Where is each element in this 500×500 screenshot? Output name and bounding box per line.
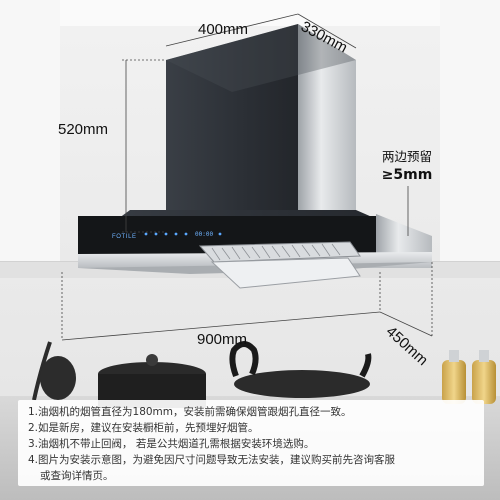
note-line: 3.油烟机不带止回阀， 若是公共烟道孔需根据安装环境选购。 bbox=[28, 438, 315, 450]
note-line: 4.图片为安装示意图，为避免因尺寸问题导致无法安装，建议购买前先咨询客服 bbox=[28, 454, 396, 466]
ladle-scoop bbox=[40, 356, 76, 400]
control-dot bbox=[144, 232, 148, 236]
canopy-width-label: 900mm bbox=[197, 331, 248, 348]
stock-pot-knob bbox=[146, 354, 158, 366]
grease-filter bbox=[198, 241, 361, 263]
brand-logo: FOTILE bbox=[112, 234, 137, 240]
chimney-top bbox=[166, 24, 356, 92]
wok-handle bbox=[229, 341, 259, 378]
oil-bottle bbox=[442, 350, 466, 404]
filter-grill bbox=[211, 243, 341, 261]
side-clearance-callout: 两边预留 ≥5mm bbox=[366, 148, 448, 184]
control-dot bbox=[164, 232, 168, 236]
width-label: 400mm bbox=[198, 21, 249, 38]
hood-side-panel bbox=[376, 214, 432, 258]
depth-dim-line bbox=[297, 13, 357, 49]
canopy-depth-dim-line bbox=[379, 311, 433, 337]
canopy-width-dim-line bbox=[61, 311, 381, 341]
clearance-text: 两边预留 bbox=[381, 149, 432, 164]
height-label: 520mm bbox=[58, 121, 109, 138]
note-line: 或查询详情页。 bbox=[40, 470, 114, 482]
upper-cabinet-left bbox=[0, 0, 60, 262]
oil-bottle bbox=[472, 350, 496, 404]
oil-cup-tray bbox=[210, 257, 361, 289]
clearance-value: ≥5mm bbox=[381, 167, 433, 183]
control-dot bbox=[218, 232, 222, 236]
touch-controls bbox=[144, 232, 222, 236]
wok-handle bbox=[359, 353, 372, 378]
note-line: 1.油烟机的烟管直径为180mm，安装前需确保烟管跟烟孔直径一致。 bbox=[28, 406, 352, 418]
upper-cabinet-right bbox=[440, 0, 500, 262]
upper-cabinet-top bbox=[0, 0, 500, 26]
control-dot bbox=[174, 232, 178, 236]
control-dot bbox=[184, 232, 188, 236]
installation-notes: 1.油烟机的烟管直径为180mm，安装前需确保烟管跟烟孔直径一致。 2.如是新房… bbox=[18, 400, 484, 486]
display-readout: 00:00 bbox=[195, 231, 213, 238]
width-dim-line bbox=[165, 13, 299, 47]
dimension-lines bbox=[61, 13, 433, 341]
control-dot bbox=[154, 232, 158, 236]
note-line: 2.如是新房，建议在安装橱柜前，先预埋好烟管。 bbox=[28, 422, 259, 434]
wok-rim bbox=[234, 370, 370, 398]
chimney-side-panel bbox=[298, 24, 356, 230]
chimney-front-panel bbox=[166, 24, 298, 232]
